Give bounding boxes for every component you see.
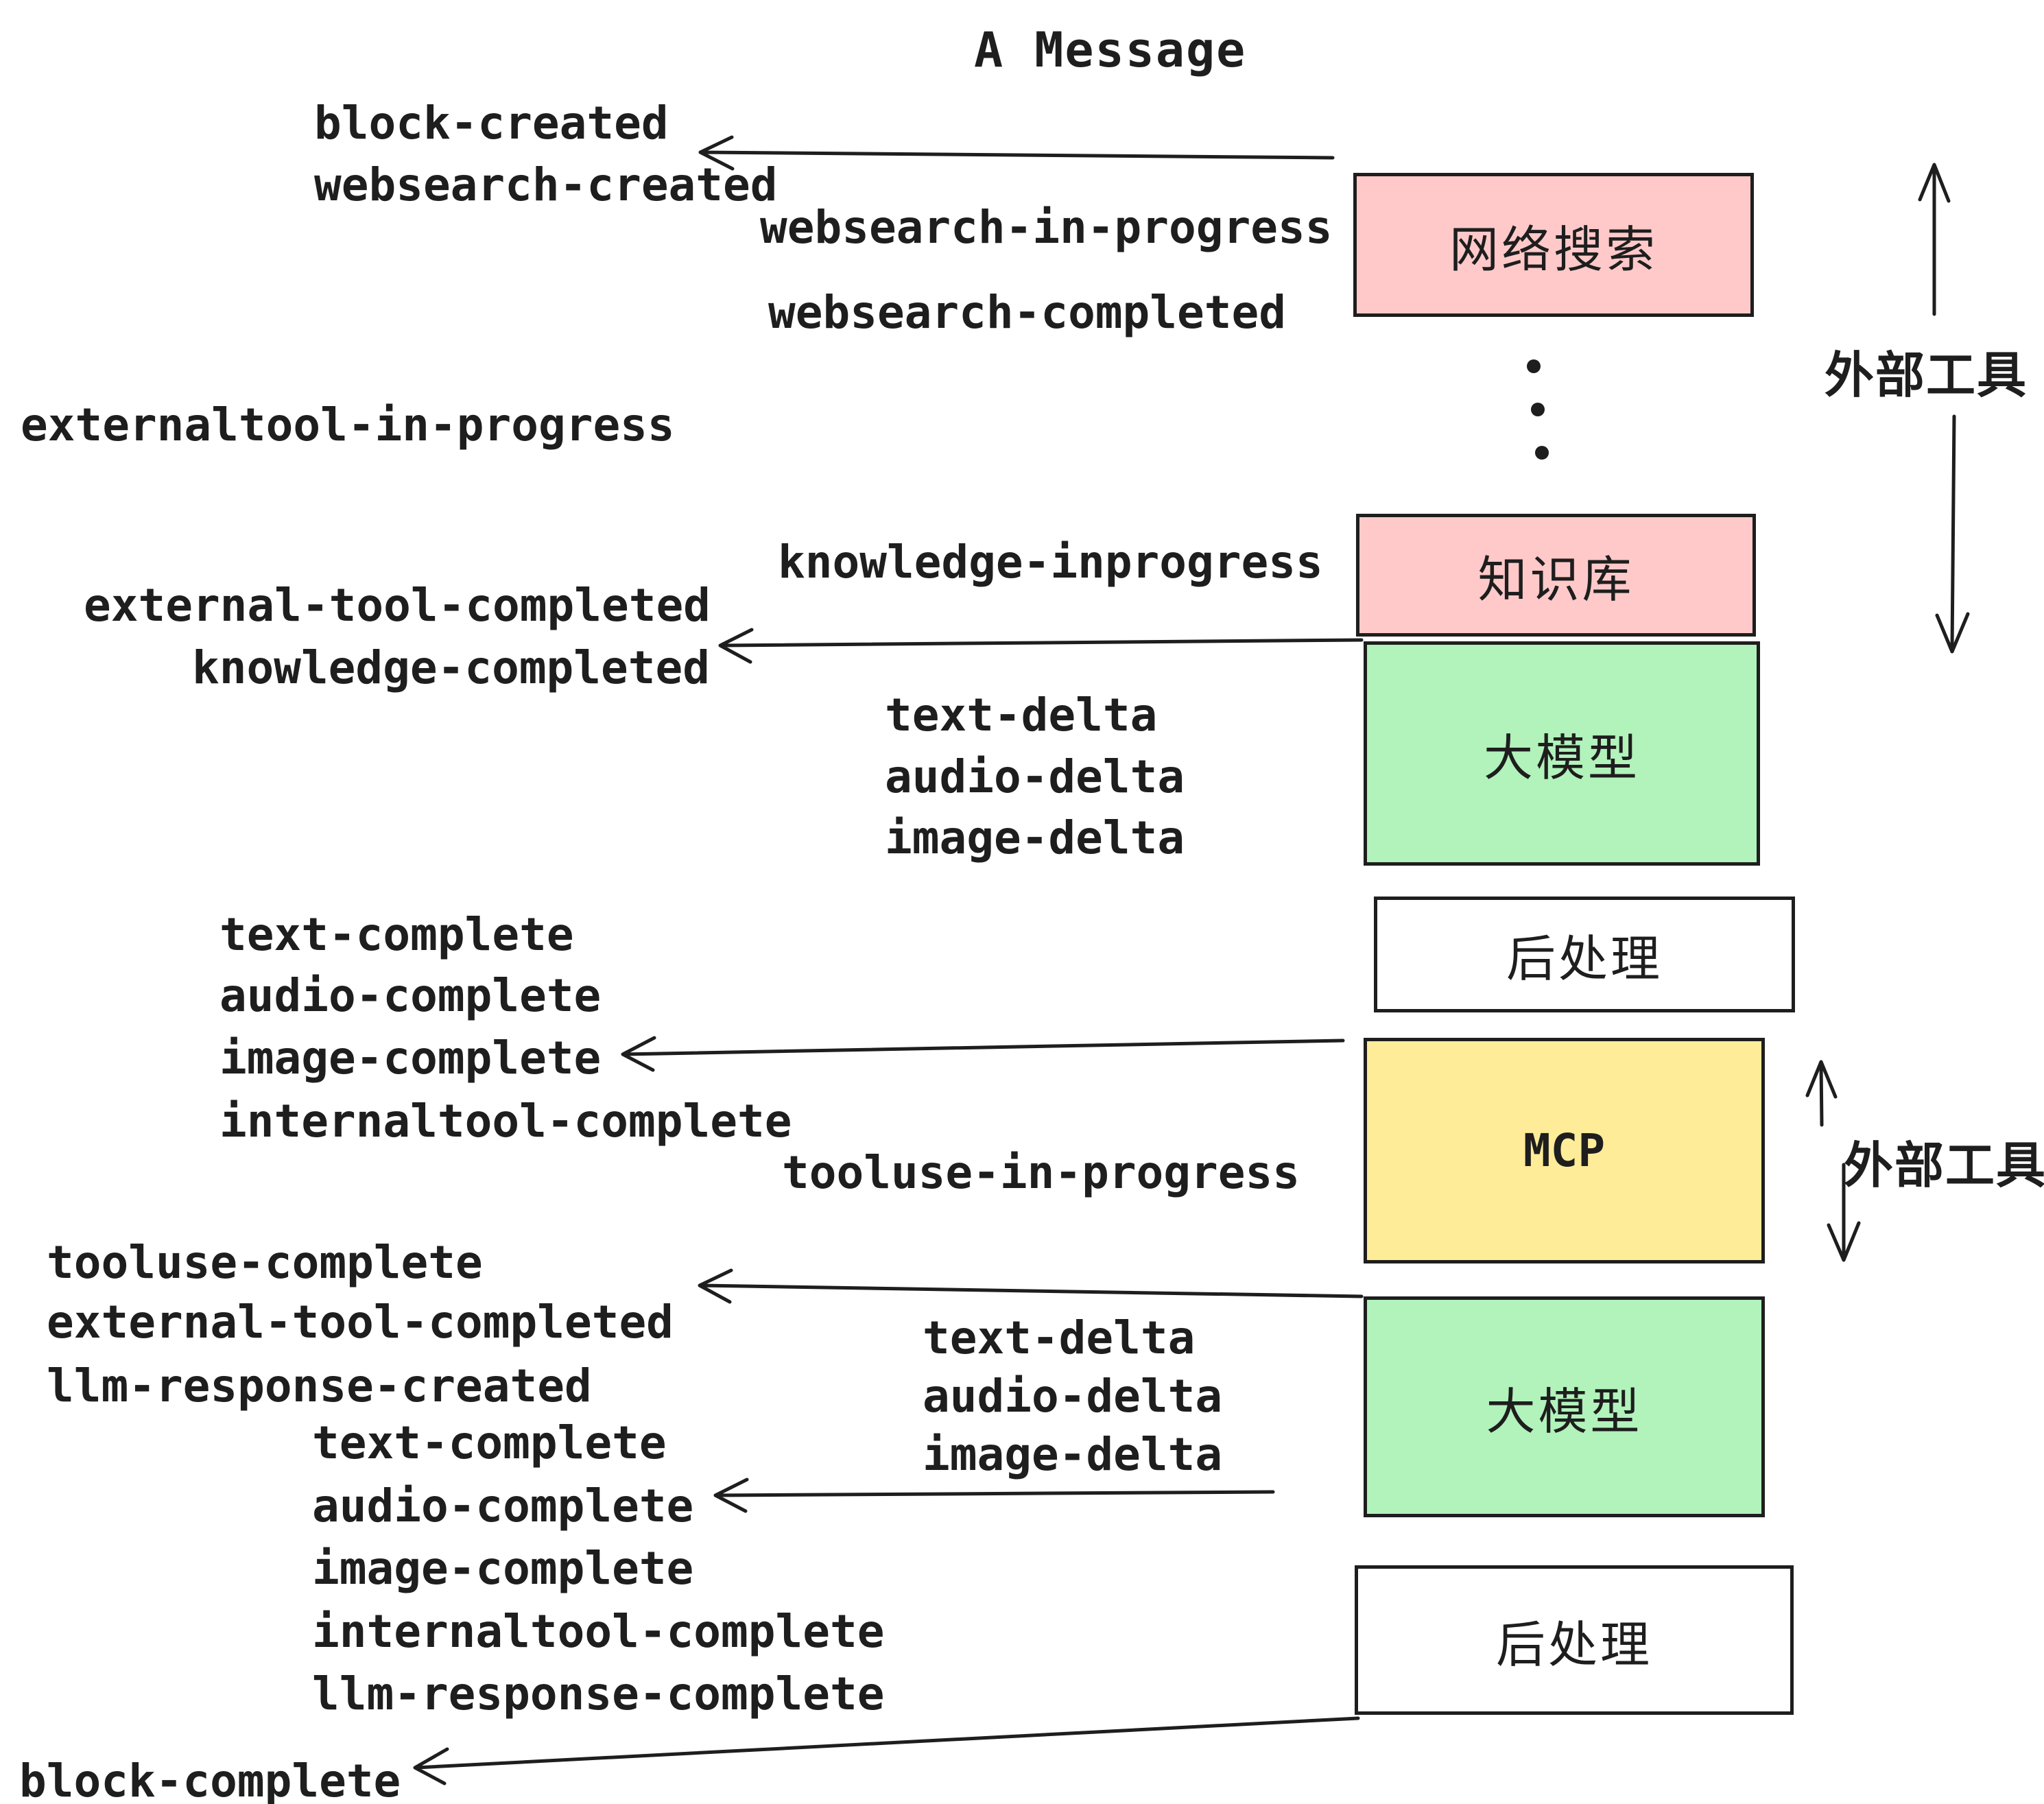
box-llm-bottom: 大模型 bbox=[1364, 1296, 1765, 1517]
arrow-up-external-tools-mcp-icon bbox=[1805, 1060, 1838, 1127]
box-knowledge: 知识库 bbox=[1356, 514, 1756, 637]
box-websearch-label: 网络搜索 bbox=[1449, 220, 1658, 278]
event-label-text-complete-1: text-complete bbox=[219, 908, 574, 961]
box-llm-top-label: 大模型 bbox=[1483, 729, 1640, 787]
event-label-text-delta-1: text-delta bbox=[885, 689, 1158, 741]
arrow-left-audio-complete-icon bbox=[713, 1477, 1275, 1513]
arrow-up-external-tools-top-icon bbox=[1918, 163, 1951, 316]
box-llm-bottom-label: 大模型 bbox=[1486, 1382, 1643, 1440]
event-label-block-complete: block-complete bbox=[19, 1755, 401, 1804]
event-label-websearch-in-progress: websearch-in-progress bbox=[760, 201, 1333, 254]
event-label-llm-response-complete: llm-response-complete bbox=[312, 1667, 885, 1720]
event-label-audio-delta-1: audio-delta bbox=[885, 750, 1185, 803]
box-knowledge-label: 知识库 bbox=[1477, 551, 1635, 608]
event-label-knowledge-completed: knowledge-completed bbox=[192, 641, 710, 694]
external-tools-note-mcp: 外部工具 bbox=[1844, 1137, 2044, 1194]
arrow-left-knowledge-completed-icon bbox=[718, 628, 1364, 664]
external-tools-note-top: 外部工具 bbox=[1825, 346, 2028, 404]
event-label-external-tool-completed-1: external-tool-completed bbox=[84, 579, 711, 632]
arrow-left-block-complete-icon bbox=[413, 1716, 1360, 1785]
box-postprocess-bottom-label: 后处理 bbox=[1495, 1615, 1652, 1674]
event-label-image-delta-1: image-delta bbox=[885, 811, 1185, 864]
box-postprocess-top-label: 后处理 bbox=[1506, 930, 1663, 988]
arrow-left-external-tool-completed-icon bbox=[698, 1268, 1364, 1304]
box-websearch: 网络搜索 bbox=[1353, 173, 1754, 317]
arrow-left-image-complete-icon bbox=[621, 1036, 1345, 1072]
box-llm-top: 大模型 bbox=[1364, 641, 1760, 866]
event-label-audio-complete-1: audio-complete bbox=[219, 969, 602, 1022]
box-mcp-label: MCP bbox=[1523, 1124, 1606, 1177]
event-label-text-complete-2: text-complete bbox=[312, 1416, 667, 1469]
event-label-image-complete-1: image-complete bbox=[219, 1032, 602, 1084]
diagram-title: A Message bbox=[974, 22, 1247, 78]
event-label-websearch-created: websearch-created bbox=[314, 158, 778, 211]
event-label-websearch-completed: websearch-completed bbox=[768, 286, 1286, 339]
event-label-tooluse-in-progress: tooluse-in-progress bbox=[782, 1146, 1300, 1199]
event-label-internaltool-complete-1: internaltool-complete bbox=[219, 1095, 792, 1148]
arrow-down-external-tools-top-icon bbox=[1935, 414, 1970, 654]
event-label-audio-complete-2: audio-complete bbox=[312, 1480, 694, 1532]
event-label-block-created: block-created bbox=[314, 97, 669, 150]
box-mcp: MCP bbox=[1364, 1038, 1765, 1263]
event-label-audio-delta-2: audio-delta bbox=[923, 1370, 1223, 1423]
event-label-image-complete-2: image-complete bbox=[312, 1542, 694, 1595]
event-label-llm-response-created: llm-response-created bbox=[47, 1360, 592, 1412]
event-label-internaltool-complete-2: internaltool-complete bbox=[312, 1605, 885, 1658]
arrow-left-block-created-icon bbox=[698, 135, 1335, 171]
arrow-down-external-tools-mcp-icon bbox=[1827, 1163, 1861, 1262]
event-label-externaltool-in-progress: externaltool-in-progress bbox=[21, 399, 675, 451]
vertical-dots-icon bbox=[1527, 359, 1549, 460]
event-label-tooluse-complete: tooluse-complete bbox=[47, 1236, 483, 1289]
box-postprocess-bottom: 后处理 bbox=[1355, 1565, 1794, 1715]
event-label-external-tool-completed-2: external-tool-completed bbox=[47, 1296, 674, 1349]
event-label-text-delta-2: text-delta bbox=[923, 1312, 1196, 1364]
event-label-image-delta-2: image-delta bbox=[923, 1428, 1223, 1481]
box-postprocess-top: 后处理 bbox=[1374, 897, 1795, 1012]
event-label-knowledge-inprogress: knowledge-inprogress bbox=[778, 536, 1323, 589]
